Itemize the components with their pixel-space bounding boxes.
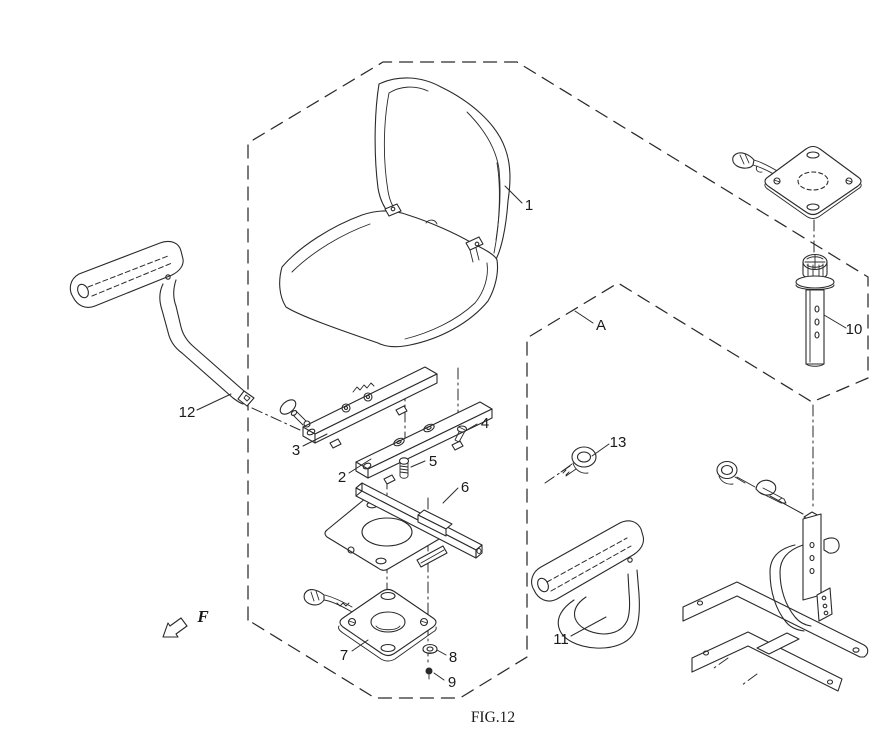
callout-labels: 1 2 3 4 5 6 7 8 9 10 11 12 13 A F [179, 197, 863, 691]
figure-caption: FIG.12 [471, 709, 515, 726]
part-4-screw [454, 425, 468, 443]
callout-4-label: 4 [481, 415, 489, 432]
part-9-nut [425, 667, 433, 680]
callout-11-label: 11 [553, 631, 569, 648]
part-2-slide-rail [355, 401, 493, 485]
leader-lines [196, 185, 847, 681]
callout-6-label: 6 [461, 479, 469, 496]
callout-a-label: A [596, 317, 606, 334]
direction-arrow-icon [162, 617, 188, 638]
callout-1-label: 1 [525, 197, 533, 214]
part-6-crossbar-plate [324, 482, 483, 571]
callout-5-label: 5 [429, 453, 437, 470]
figure-boundary [247, 61, 869, 699]
part-5-bolt [398, 457, 410, 479]
callout-2-label: 2 [338, 469, 346, 486]
part-3-slide-rail [279, 366, 438, 449]
swivel-plate-top-right [732, 145, 862, 219]
part-7-swivel-plate [303, 588, 437, 662]
knob-and-pin [716, 460, 804, 515]
callout-8-label: 8 [449, 649, 457, 666]
part-12-armrest-left [69, 240, 255, 407]
direction-arrow-f [162, 617, 188, 638]
callout-12-label: 12 [179, 404, 196, 421]
part-10-seat-post [795, 253, 835, 367]
base-frame [682, 511, 869, 692]
part-11-armrest-right [531, 520, 645, 649]
callout-7-label: 7 [340, 647, 348, 664]
callout-9-label: 9 [448, 674, 456, 691]
part-1-seat [279, 77, 511, 348]
callout-10-label: 10 [846, 321, 863, 338]
callout-13-label: 13 [610, 434, 627, 451]
callout-3-label: 3 [292, 442, 300, 459]
part-8-washer [422, 643, 438, 655]
part-13-knob [560, 446, 597, 477]
callout-f-label: F [196, 607, 209, 626]
